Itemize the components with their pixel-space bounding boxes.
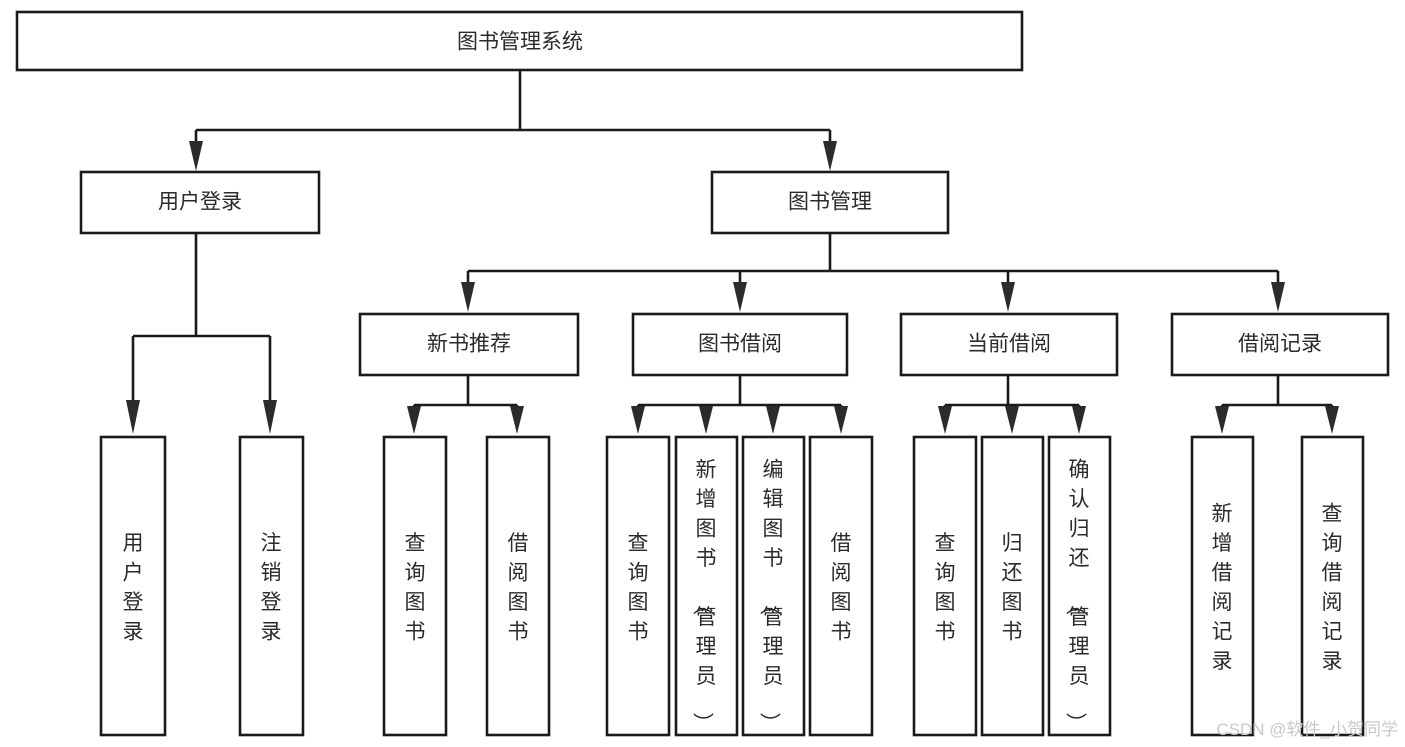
node-leaf-user-login-box[interactable] bbox=[99, 435, 167, 737]
node-leaf-confirm-return-label: 确认归还（管理员） bbox=[1064, 458, 1090, 733]
node-leaf-query-book-2-label: 查询图书 bbox=[628, 532, 649, 644]
arrow-head-leaf-query-record bbox=[1325, 406, 1339, 434]
arrow-head-leaf-return-book bbox=[1005, 406, 1019, 434]
node-leaf-logout-login-label: 注销登录 bbox=[261, 532, 282, 644]
node-leaf-add-record[interactable]: 新增借阅记录 bbox=[1190, 435, 1255, 737]
node-leaf-add-book[interactable]: 新增图书（管理员） bbox=[674, 435, 739, 737]
node-leaf-borrow-book-2[interactable]: 借阅图书 bbox=[808, 435, 874, 737]
node-leaf-query-book-1[interactable]: 查询图书 bbox=[382, 435, 448, 737]
node-borrow-record-box[interactable] bbox=[1170, 312, 1390, 377]
node-leaf-borrow-book-2-label: 借阅图书 bbox=[831, 532, 852, 644]
node-leaf-edit-book[interactable]: 编辑图书（管理员） bbox=[741, 435, 806, 737]
node-leaf-add-record-label: 新增借阅记录 bbox=[1212, 503, 1233, 674]
node-leaf-query-book-3-box[interactable] bbox=[912, 435, 978, 737]
node-leaf-logout-login-box[interactable] bbox=[238, 435, 305, 737]
arrow-head-leaf-query-book-3 bbox=[938, 406, 952, 434]
node-leaf-borrow-book-2-box[interactable] bbox=[808, 435, 874, 737]
node-leaf-add-book-label: 新增图书（管理员） bbox=[691, 458, 717, 733]
arrow-head-leaf-edit-book bbox=[766, 406, 780, 434]
node-new-book-recommend[interactable]: 新书推荐 bbox=[358, 312, 580, 377]
node-leaf-borrow-book-1-label: 借阅图书 bbox=[508, 532, 529, 644]
node-user-login-box[interactable] bbox=[79, 170, 321, 235]
node-leaf-user-login[interactable]: 用户登录 bbox=[99, 435, 167, 737]
node-book-borrow-box[interactable] bbox=[631, 312, 849, 377]
arrow-head-leaf-borrow-book-1 bbox=[510, 406, 524, 434]
node-leaf-return-book[interactable]: 归还图书 bbox=[980, 435, 1045, 737]
node-leaf-query-book-3-label: 查询图书 bbox=[935, 532, 956, 644]
node-leaf-borrow-book-1-box[interactable] bbox=[485, 435, 551, 737]
node-book-manage-label: 图书管理 bbox=[788, 191, 872, 214]
node-user-login[interactable]: 用户登录 bbox=[79, 170, 321, 235]
arrow-head-leaf-add-book bbox=[699, 406, 713, 434]
node-leaf-query-book-2-box[interactable] bbox=[605, 435, 671, 737]
csdn-watermark: CSDN @软件_小贺同学 bbox=[1216, 720, 1398, 739]
node-current-borrow-box[interactable] bbox=[899, 312, 1119, 377]
node-user-login-label: 用户登录 bbox=[158, 191, 242, 214]
arrow-head-new-book-recommend bbox=[461, 282, 475, 312]
node-new-book-recommend-label: 新书推荐 bbox=[427, 333, 511, 356]
node-book-manage[interactable]: 图书管理 bbox=[710, 170, 950, 235]
arrow-head-book-manage bbox=[823, 141, 837, 171]
node-leaf-add-record-box[interactable] bbox=[1190, 435, 1255, 737]
connector-layer bbox=[126, 70, 1339, 434]
node-borrow-record[interactable]: 借阅记录 bbox=[1170, 312, 1390, 377]
arrow-head-borrow-record bbox=[1271, 282, 1285, 312]
node-leaf-add-book-box[interactable] bbox=[674, 435, 739, 737]
node-leaf-confirm-return[interactable]: 确认归还（管理员） bbox=[1047, 435, 1112, 737]
arrow-head-current-borrow bbox=[1001, 282, 1015, 312]
node-leaf-query-record-label: 查询借阅记录 bbox=[1322, 503, 1343, 674]
node-leaf-query-record-box[interactable] bbox=[1300, 435, 1365, 737]
node-leaf-user-login-label: 用户登录 bbox=[123, 532, 144, 644]
arrow-head-leaf-logout-login bbox=[263, 400, 277, 434]
node-root-box[interactable] bbox=[15, 10, 1024, 72]
arrow-head-leaf-query-book-2 bbox=[631, 406, 645, 434]
node-root-label: 图书管理系统 bbox=[457, 31, 583, 54]
node-current-borrow[interactable]: 当前借阅 bbox=[899, 312, 1119, 377]
node-leaf-query-book-1-box[interactable] bbox=[382, 435, 448, 737]
node-leaf-query-book-3[interactable]: 查询图书 bbox=[912, 435, 978, 737]
node-new-book-recommend-box[interactable] bbox=[358, 312, 580, 377]
node-leaf-edit-book-box[interactable] bbox=[741, 435, 806, 737]
node-book-borrow[interactable]: 图书借阅 bbox=[631, 312, 849, 377]
node-current-borrow-label: 当前借阅 bbox=[967, 333, 1051, 356]
node-leaf-edit-book-label: 编辑图书（管理员） bbox=[758, 458, 784, 733]
node-leaf-query-book-2[interactable]: 查询图书 bbox=[605, 435, 671, 737]
node-book-borrow-label: 图书借阅 bbox=[698, 333, 782, 356]
node-borrow-record-label: 借阅记录 bbox=[1238, 333, 1322, 356]
node-book-manage-box[interactable] bbox=[710, 170, 950, 235]
arrow-head-leaf-add-record bbox=[1215, 406, 1229, 434]
arrow-head-leaf-borrow-book-2 bbox=[834, 406, 848, 434]
node-leaf-logout-login[interactable]: 注销登录 bbox=[238, 435, 305, 737]
node-leaf-return-book-box[interactable] bbox=[980, 435, 1045, 737]
node-leaf-confirm-return-box[interactable] bbox=[1047, 435, 1112, 737]
arrow-head-leaf-user-login bbox=[126, 400, 140, 434]
arrow-head-leaf-query-book-1 bbox=[407, 406, 421, 434]
node-root[interactable]: 图书管理系统 bbox=[15, 10, 1024, 72]
node-leaf-borrow-book-1[interactable]: 借阅图书 bbox=[485, 435, 551, 737]
node-leaf-query-record[interactable]: 查询借阅记录 bbox=[1300, 435, 1365, 737]
arrow-head-user-login bbox=[189, 141, 203, 171]
arrow-head-leaf-confirm-return bbox=[1072, 406, 1086, 434]
node-leaf-return-book-label: 归还图书 bbox=[1002, 532, 1023, 644]
node-leaf-query-book-1-label: 查询图书 bbox=[405, 532, 426, 644]
arrow-head-book-borrow bbox=[733, 282, 747, 312]
